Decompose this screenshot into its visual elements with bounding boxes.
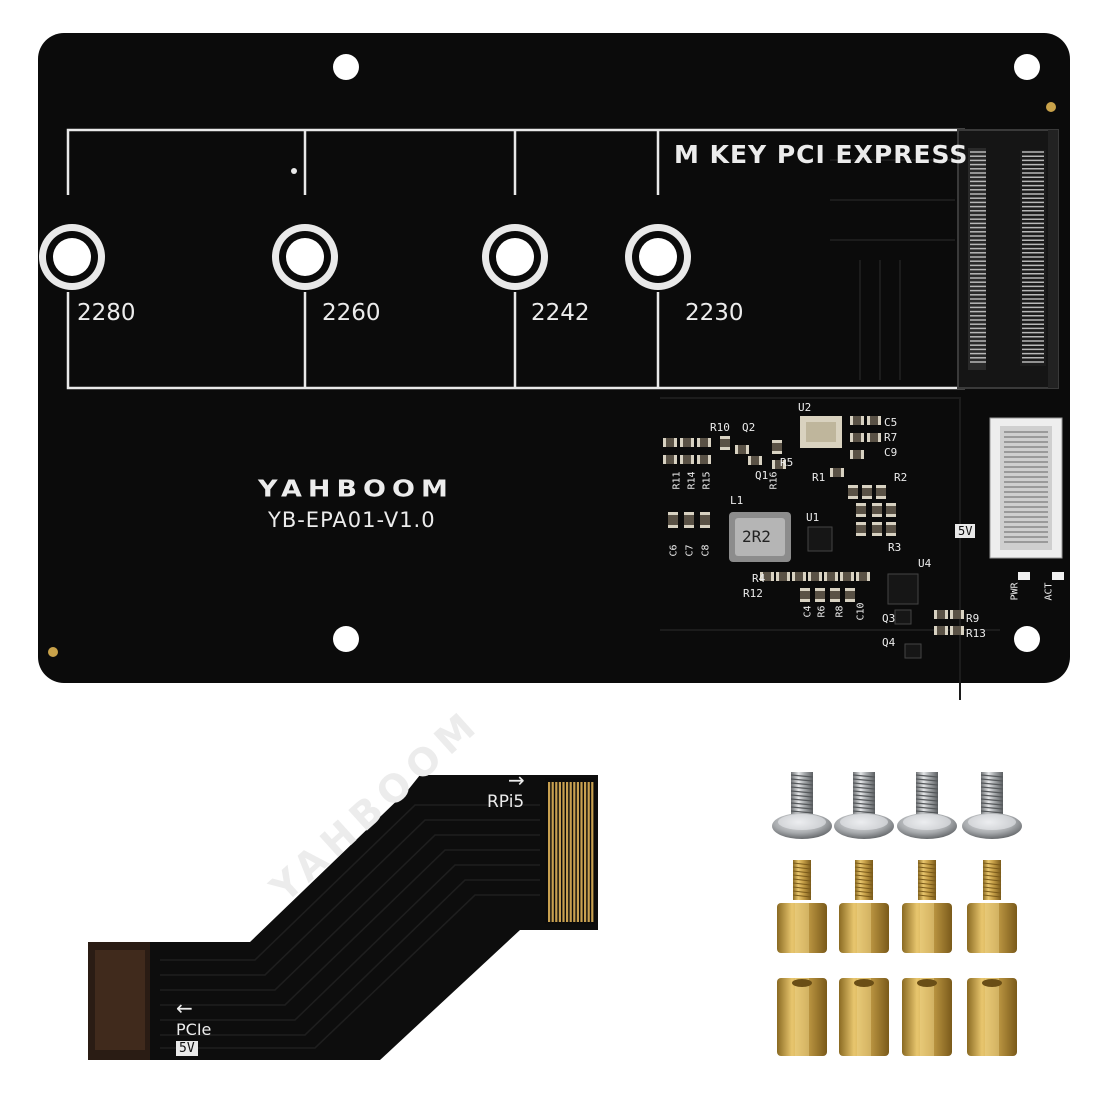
label-r13: R13 [966,627,986,640]
label-q1: Q1 [755,469,769,482]
hardware-kit [772,772,1022,1056]
label-c5: C5 [884,416,898,429]
label-c7: C7 [684,544,696,557]
label-r16: R16 [768,471,780,490]
board-logo: YAHBOOM [258,476,454,503]
size-mark-2230: 2230 [685,300,744,326]
label-u4: U4 [918,557,932,570]
label-r5: R5 [780,456,794,469]
nvme-adapter-board [38,33,1070,700]
cable-label-pcie: PCIe [176,1020,212,1039]
label-r7: R7 [884,431,898,444]
cable-arrow-left: ← [176,996,193,1020]
size-mark-2280: 2280 [77,300,136,326]
size-mark-2242: 2242 [531,300,590,326]
pcie-flex-cable [88,775,598,1060]
label-q2: Q2 [742,421,756,434]
label-r15: R15 [701,471,713,490]
label-u2: U2 [798,401,812,414]
label-c8: C8 [700,544,712,557]
m2-connector [957,129,1059,389]
size-mark-2260: 2260 [322,300,381,326]
label-r14: R14 [686,471,698,490]
gold-fingers [548,782,594,922]
cable-label-rpi5: RPi5 [487,792,525,812]
label-r3: R3 [888,541,902,554]
label-r11: R11 [671,471,683,490]
cable-label-5v: 5V [176,1041,198,1056]
cable-arrow-right: → [508,768,525,792]
label-c6: C6 [668,544,680,557]
label-5v: 5V [955,524,976,538]
label-pwr: PWR [1009,582,1021,601]
mounting-holes [48,54,1056,657]
standoff-holes [39,224,691,290]
label-r9: R9 [966,612,980,625]
label-r2: R2 [894,471,908,484]
label-r1: R1 [812,471,826,484]
label-l1: L1 [730,494,744,507]
connector-label: M KEY PCI EXPRESS [674,140,969,169]
label-r10: R10 [710,421,730,434]
label-c4: C4 [802,605,814,618]
label-r4: R4 [752,572,766,585]
smd-components [663,416,1064,659]
label-act: ACT [1043,582,1055,601]
fpc-connector [989,417,1063,559]
label-q4: Q4 [882,636,896,649]
label-r6: R6 [816,605,828,618]
label-r12: R12 [743,587,763,600]
label-c9: C9 [884,446,898,459]
label-c10: C10 [855,602,867,621]
board-model: YB-EPA01-V1.0 [268,508,436,532]
label-q3: Q3 [882,612,896,625]
m2-size-frame [66,128,965,390]
label-inductor: 2R2 [742,527,771,546]
label-r8: R8 [834,605,846,618]
label-u1: U1 [806,511,820,524]
